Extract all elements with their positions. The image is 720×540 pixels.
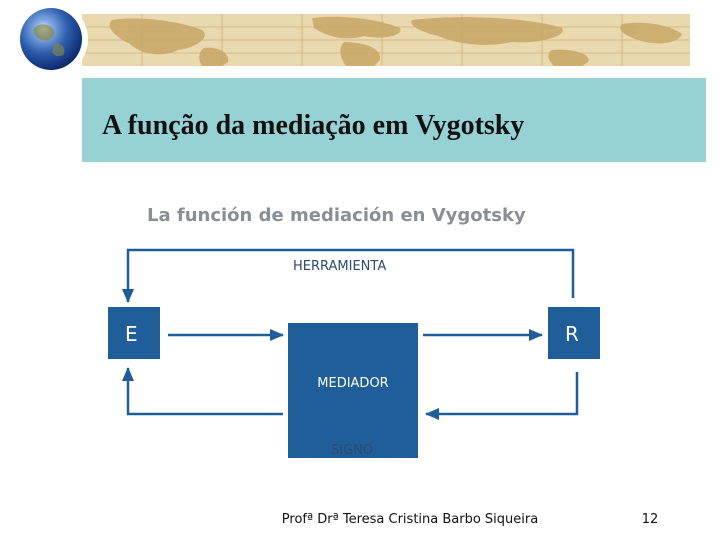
slide-title: A função da mediação em Vygotsky (102, 110, 525, 141)
herramienta-feedback-arrow (122, 248, 575, 303)
label-signo: SIGNO (331, 443, 373, 458)
mediation-diagram: La función de mediación en Vygotsky HERR… (95, 190, 615, 470)
globe-icon (20, 8, 82, 70)
box-e (108, 307, 160, 359)
label-herramienta: HERRAMIENTA (293, 259, 386, 274)
world-map-band (82, 14, 690, 66)
mediation-diagram-svg: La función de mediación en Vygotsky HERR… (108, 205, 600, 458)
page-number: 12 (641, 512, 659, 527)
box-r-label: R (565, 322, 579, 346)
globe-continents (33, 24, 65, 57)
box-r (548, 307, 600, 359)
title-bar: A função da mediação em Vygotsky (82, 78, 706, 162)
footer-author: Profª Drª Teresa Cristina Barbo Siqueira (281, 512, 539, 527)
box-mediador-label: MEDIADOR (317, 376, 388, 391)
diagram-title: La función de mediación en Vygotsky (147, 205, 526, 226)
world-map-icon (82, 14, 690, 66)
signo-feedback-right-arrow (425, 372, 579, 420)
box-mediador (288, 323, 418, 458)
box-e-label: E (125, 322, 138, 346)
signo-feedback-left-arrow (122, 367, 283, 416)
